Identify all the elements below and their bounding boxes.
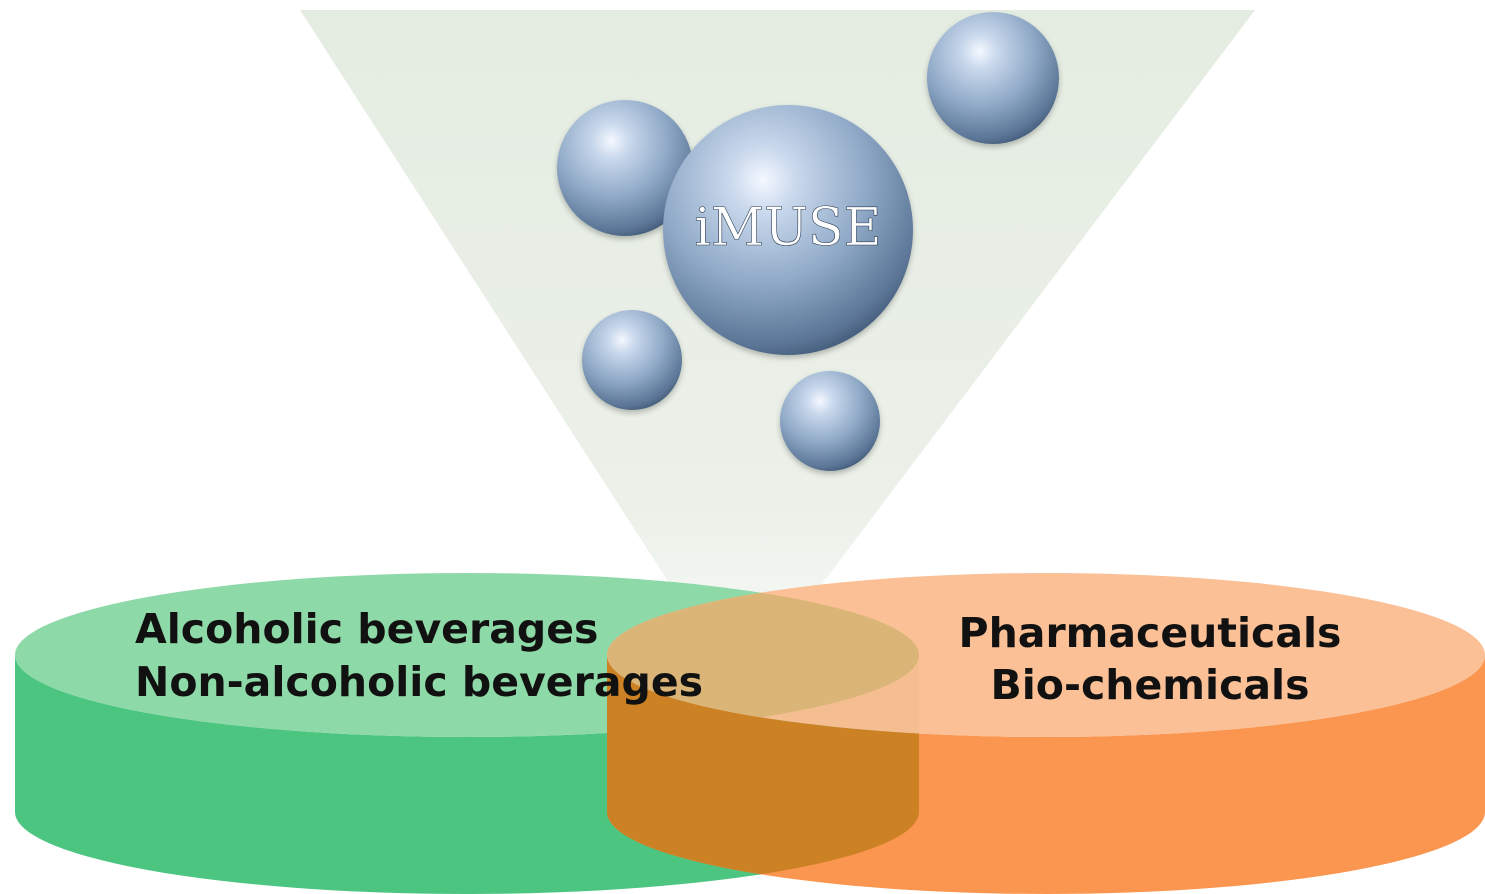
- sphere-small-lower-left: [582, 310, 682, 410]
- spheres: [557, 12, 1059, 471]
- overlap-region: [607, 573, 919, 894]
- sphere-small-upper-right: [927, 12, 1059, 144]
- overlap-side: [607, 655, 919, 894]
- right-disc-line-2: Bio-chemicals: [991, 661, 1310, 709]
- imuse-label: iMUSE: [694, 198, 881, 258]
- sphere-large-imuse: [663, 105, 913, 355]
- overlap-top: [607, 573, 919, 737]
- sphere-small-lower-right: [780, 371, 880, 471]
- left-disc-line-2: Non-alcoholic beverages: [135, 658, 703, 706]
- left-disc-line-1: Alcoholic beverages: [135, 605, 598, 653]
- sphere-small-upper-left: [557, 100, 693, 236]
- right-disc-line-1: Pharmaceuticals: [959, 609, 1342, 657]
